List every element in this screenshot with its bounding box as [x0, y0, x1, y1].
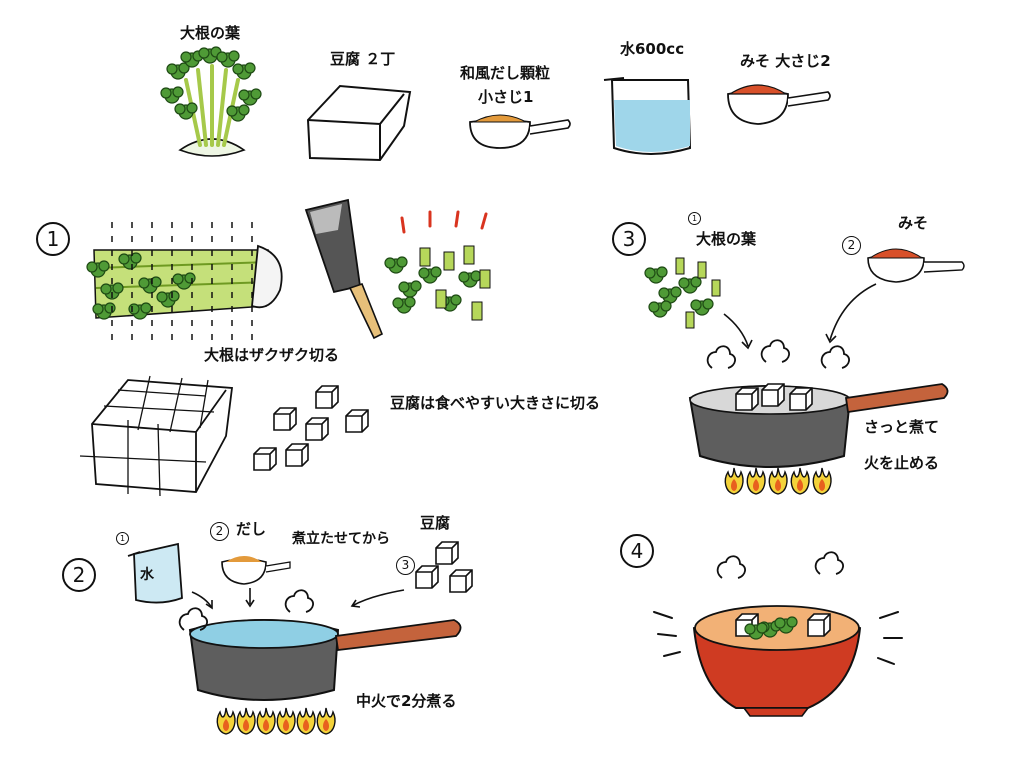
miso-spoon-small-illustration [868, 249, 964, 282]
knife-illustration [306, 200, 382, 338]
step-4-marker: 4 [620, 534, 654, 568]
step-3-caption-1: さっと煮て [864, 420, 939, 435]
daikon-leaves-illustration [161, 47, 261, 156]
step-3-marker: 3 [612, 222, 646, 256]
arrow-miso [830, 284, 876, 340]
water-cup-illustration [604, 78, 690, 154]
dashi-spoon-small-illustration [222, 556, 290, 584]
dashi-spoon-illustration [470, 115, 570, 148]
tofu-cut-caption: 豆腐は食べやすい大きさに切る [390, 396, 600, 411]
step-1-marker: 1 [36, 222, 70, 256]
step-2-sub-2: 2 [210, 522, 229, 541]
arrow-tofu [352, 590, 404, 606]
water-cup-small-illustration [128, 544, 182, 603]
step-3-caption-2: 火を止める [864, 456, 939, 471]
ingredient-dashi-label: 和風だし顆粒 [460, 66, 550, 81]
ingredient-water-label: 水600cc [620, 42, 684, 57]
ingredient-miso-label: みそ 大さじ2 [740, 54, 831, 69]
water-cup-kanji: 水 [140, 568, 154, 582]
ingredient-daikon-label: 大根の葉 [180, 26, 240, 41]
ingredient-tofu-label: 豆腐 ２丁 [330, 52, 395, 67]
simmer-caption: 中火で2分煮る [356, 694, 456, 709]
step-3-miso-label: みそ [898, 216, 928, 231]
tofu-cubes-illustration [254, 386, 368, 470]
pot-step2-illustration [180, 590, 461, 734]
step-3-daikon-label: 大根の葉 [696, 232, 756, 247]
daikon-cut-caption: 大根はザクザク切る [204, 348, 339, 363]
step-3-sub-2: 2 [842, 236, 861, 255]
dashi-label: だし [236, 522, 266, 537]
tofu-block-illustration [308, 86, 410, 160]
tofu-grid-illustration [80, 376, 232, 496]
tofu-cubes-small-illustration [416, 542, 472, 592]
ingredient-dashi-amount: 小さじ1 [478, 90, 533, 105]
miso-spoon-illustration [728, 85, 830, 124]
step-2-sub-3: 3 [396, 556, 415, 575]
tofu-add-label: 豆腐 [420, 516, 450, 531]
miso-soup-bowl-illustration [654, 552, 902, 716]
daikon-cut-illustration [87, 222, 282, 340]
step-2-sub-1: 1 [116, 532, 129, 545]
arrow-leaves [724, 314, 748, 346]
step-2-marker: 2 [62, 558, 96, 592]
step-3-sub-1: 1 [688, 212, 701, 225]
boil-first-label: 煮立たせてから [292, 532, 390, 546]
daikon-leaves-small-illustration [645, 258, 720, 328]
chopped-daikon-illustration [385, 212, 490, 320]
